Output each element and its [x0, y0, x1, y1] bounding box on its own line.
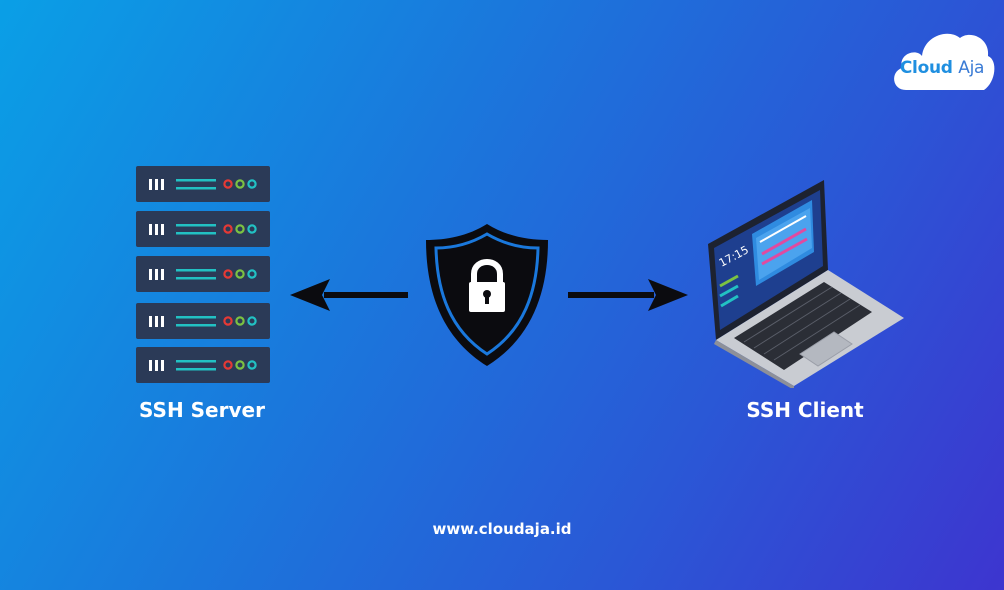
ssh-client-label: SSH Client	[746, 398, 864, 422]
cloud-logo-icon	[894, 33, 995, 90]
shield-lock-icon	[424, 222, 550, 368]
website-url: www.cloudaja.id	[432, 520, 572, 538]
ssh-server-label: SSH Server	[139, 398, 265, 422]
server-rack-icon	[136, 166, 270, 386]
arrow-left-icon	[288, 278, 412, 312]
arrow-right-icon	[566, 278, 690, 312]
server-unit	[136, 256, 270, 292]
cloudaja-logo: Cloud Aja	[888, 24, 998, 94]
logo-word-cloud: Cloud	[899, 58, 953, 78]
laptop-icon: 17:15	[700, 178, 906, 390]
server-unit	[136, 347, 270, 383]
logo-word-aja: Aja	[958, 58, 985, 78]
logo-text: Cloud Aja	[892, 58, 992, 78]
server-unit	[136, 211, 270, 247]
server-unit	[136, 166, 270, 202]
server-unit	[136, 303, 270, 339]
